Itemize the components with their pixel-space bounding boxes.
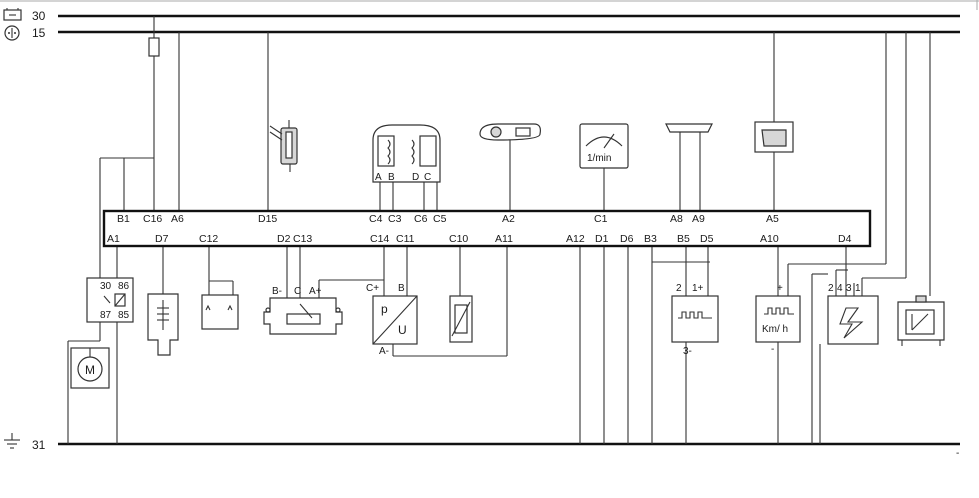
speed-sensor: Km/ h + - [755, 283, 801, 355]
ground-icon [4, 433, 20, 449]
ign-pin-4: 4 [837, 283, 843, 294]
pin-label: C12 [199, 233, 218, 245]
speed-unit: Km/ h [762, 324, 788, 335]
cam-pin-1p: 1+ [692, 283, 704, 294]
ign-pin-1: 1 [855, 283, 861, 294]
pin-label: D7 [155, 233, 169, 245]
map-u: U [398, 323, 407, 337]
immobilizer-icon [479, 123, 541, 141]
wires [67, 16, 931, 444]
cam-sensor: 2 1+ 3- [671, 283, 719, 357]
pin-label: B3 [644, 233, 657, 245]
pin-label: A2 [502, 213, 515, 225]
pin-label: C3 [388, 213, 402, 225]
relay-terminal-87: 87 [100, 310, 112, 321]
frame [0, 0, 979, 10]
pin-label: C6 [414, 213, 428, 225]
coil-pin-a: A [375, 172, 382, 183]
ecu-box [102, 209, 872, 248]
spark-module-icon [897, 295, 945, 346]
pin-label: D5 [700, 233, 714, 245]
motor: M [70, 347, 110, 389]
map-pin-cp: C+ [366, 283, 379, 294]
speed-pin-minus: - [771, 344, 774, 355]
speed-pin-plus: + [777, 283, 783, 294]
pin-label: A1 [107, 233, 120, 245]
throttle-sensor: B- C A+ [263, 286, 343, 335]
pin-label: A9 [692, 213, 705, 225]
pin-label: A12 [566, 233, 585, 245]
coil-pin-b: B [388, 172, 395, 183]
pin-label: C14 [370, 233, 389, 245]
pin-label: D2 [277, 233, 291, 245]
ign-pin-2: 2 [828, 283, 834, 294]
pin-label: D1 [595, 233, 609, 245]
relay-terminal-30: 30 [100, 281, 112, 292]
dash-mark: - [956, 448, 959, 459]
relay-terminal-86: 86 [118, 281, 130, 292]
pin-label: A5 [766, 213, 779, 225]
tacho-unit: 1/min [587, 153, 611, 164]
pin-label: A10 [760, 233, 779, 245]
throttle-pin-ap: A+ [309, 286, 322, 297]
ignition-module: 2 4 3 1 [827, 283, 879, 345]
diagnostic-connector-icon [665, 123, 713, 133]
pin-label: A6 [171, 213, 184, 225]
ignition-key-icon [4, 25, 20, 41]
ign-pin-3: 3 [846, 283, 852, 294]
rail-15-label: 15 [32, 26, 46, 40]
ecu-pins-bottom: A1 D7 C12 D2 C13 C14 C11 C10 A11 A12 D1 … [107, 233, 852, 245]
pin-label: B1 [117, 213, 130, 225]
map-p: p [381, 302, 388, 316]
map-pin-am: A- [379, 346, 389, 357]
air-temp-sensor-icon [449, 295, 473, 343]
pin-label: C5 [433, 213, 447, 225]
pin-label: C4 [369, 213, 383, 225]
battery-icon [3, 8, 22, 21]
pin-label: C11 [396, 233, 415, 245]
relay: 30 86 87 85 [86, 277, 134, 323]
ignition-coil-icon: A B D C [372, 124, 441, 183]
pin-label: D15 [258, 213, 277, 225]
coil-pin-d: D [412, 172, 419, 183]
pin-label: D4 [838, 233, 852, 245]
coolant-sensor-icon [147, 293, 179, 356]
engine-warning-lamp-icon [754, 121, 794, 153]
throttle-pin-bm: B- [272, 286, 282, 297]
relay-terminal-85: 85 [118, 310, 130, 321]
ecu-pins-top: B1 C16 A6 D15 C4 C3 C6 C5 A2 C1 A8 A9 A5 [117, 213, 779, 225]
motor-letter: M [85, 363, 95, 377]
pin-label: C1 [594, 213, 608, 225]
map-pin-b: B [398, 283, 405, 294]
pin-label: A8 [670, 213, 683, 225]
injector-icon [269, 120, 298, 165]
map-sensor: p U C+ B A- [366, 283, 418, 357]
pin-label: C16 [143, 213, 162, 225]
coil-pin-c: C [424, 172, 431, 183]
knock-sensor-icon [201, 294, 239, 330]
cam-pin-2: 2 [676, 283, 682, 294]
pin-label: C13 [293, 233, 312, 245]
pin-label: A11 [495, 233, 513, 245]
pin-label: D6 [620, 233, 634, 245]
pin-label: C10 [449, 233, 468, 245]
cam-pin-3m: 3- [683, 346, 692, 357]
rail-30-label: 30 [32, 9, 46, 23]
pin-label: B5 [677, 233, 690, 245]
tachometer-icon: 1/min [579, 123, 629, 169]
throttle-pin-c: C [294, 286, 301, 297]
rail-31-label: 31 [32, 438, 46, 452]
